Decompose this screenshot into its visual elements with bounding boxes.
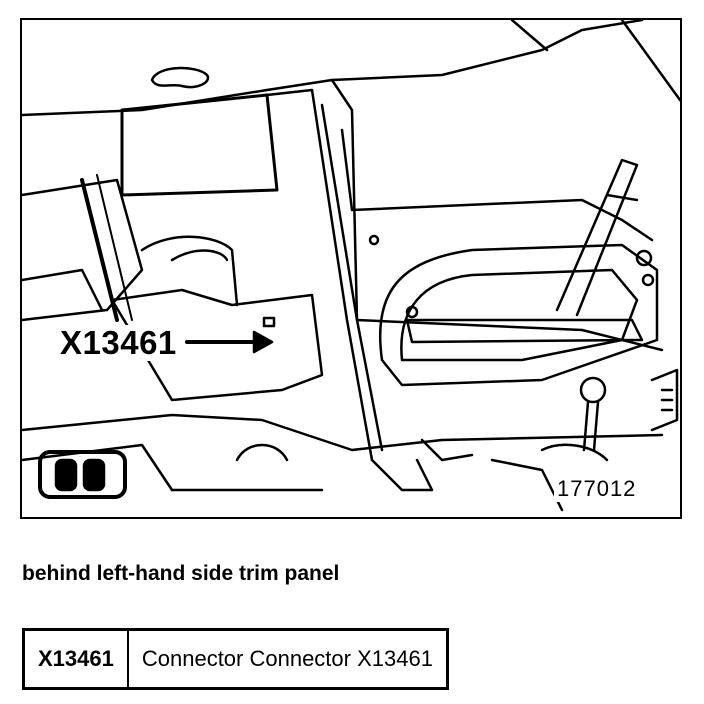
line-drawing: [22, 20, 680, 512]
connector-code: X13461: [22, 628, 129, 690]
connector-callout-label: X13461: [56, 325, 181, 361]
table-row: X13461 Connector Connector X13461: [22, 628, 449, 690]
location-caption: behind left-hand side trim panel: [22, 562, 340, 585]
connector-legend-table: X13461 Connector Connector X13461: [22, 628, 449, 690]
vehicle-interior-illustration: X13461 177012: [20, 18, 682, 519]
connector-description: Connector Connector X13461: [126, 628, 449, 690]
figure-number: 177012: [554, 476, 640, 502]
